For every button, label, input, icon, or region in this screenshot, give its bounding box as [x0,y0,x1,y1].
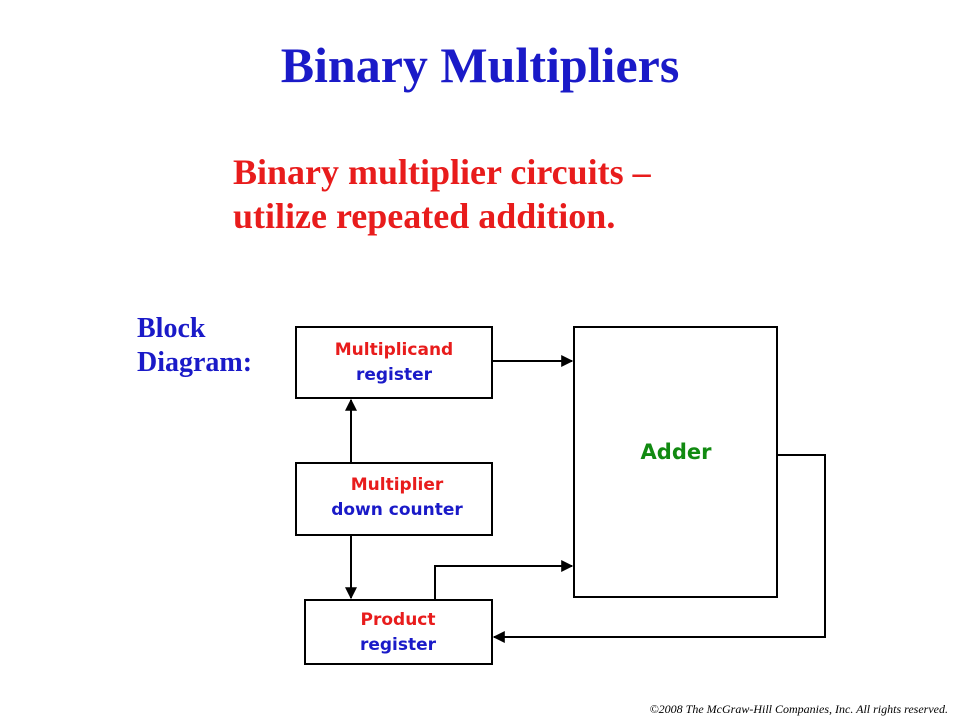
block-label-line-1: Block [137,313,206,344]
adder-label: Adder [641,440,713,464]
multiplier-sublabel: down counter [331,500,463,520]
page-title: Binary Multipliers [280,37,680,93]
multiplicand-register-box [295,326,493,399]
product-sublabel: register [360,635,437,655]
product-label: Product [361,610,436,630]
subtitle-line-1: Binary multiplier circuits – [233,152,651,192]
arrow-adder-to-product [492,454,826,643]
multiplier-label: Multiplier [351,475,444,495]
subtitle: Binary multiplier circuits – utilize rep… [233,150,651,238]
multiplier-counter-box [295,462,493,536]
adder-box [573,326,778,598]
block-label-line-2: Diagram: [137,347,253,378]
arrow-product-to-adder [434,560,574,600]
multiplicand-sublabel: register [356,365,433,385]
product-register-box [304,599,493,665]
block-diagram-label: Block Diagram: [137,312,252,380]
multiplicand-label: Multiplicand [335,340,453,360]
subtitle-line-2: utilize repeated addition. [233,196,616,236]
copyright-notice: ©2008 The McGraw-Hill Companies, Inc. Al… [649,702,948,716]
